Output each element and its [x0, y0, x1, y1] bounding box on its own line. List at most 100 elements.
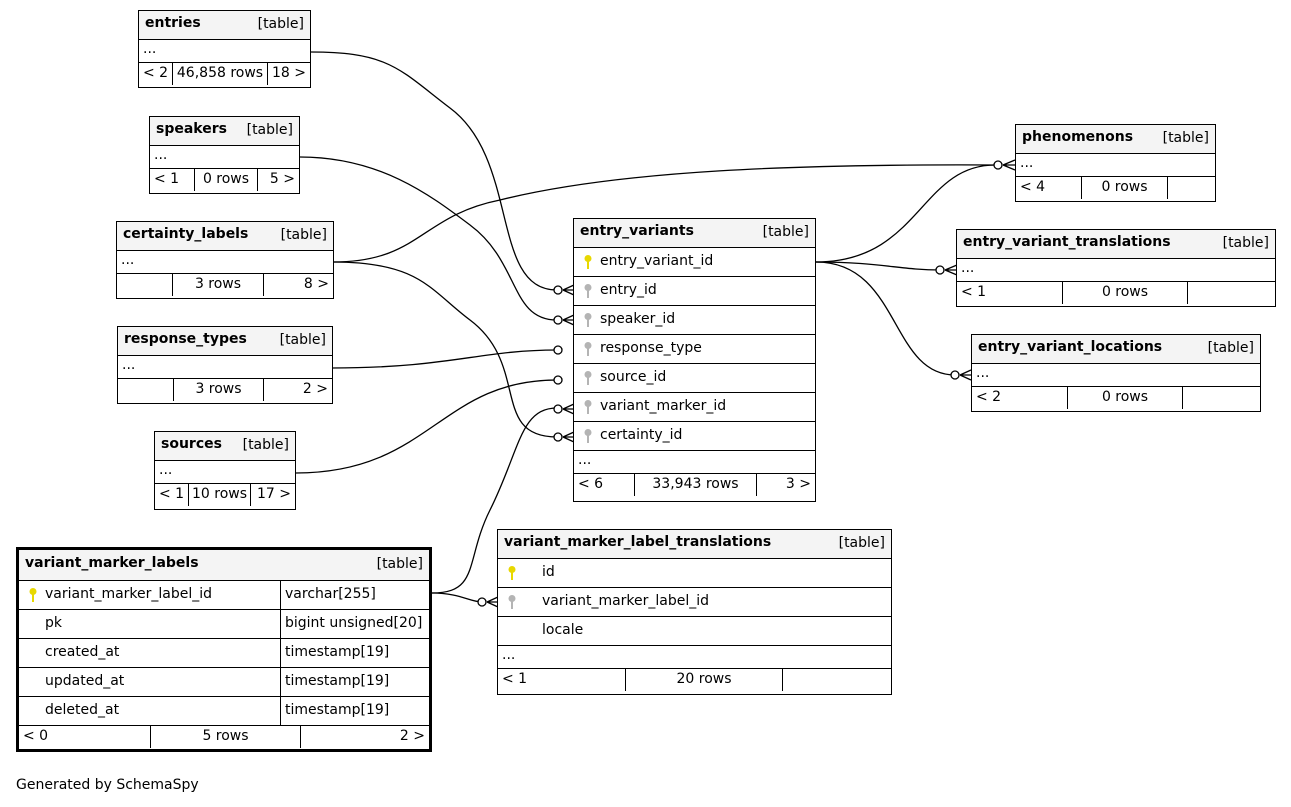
table-footer: < 1 0 rows: [957, 282, 1275, 304]
table-phenomenons[interactable]: phenomenons [table] ... < 4 0 rows: [1015, 124, 1216, 202]
parents-count: < 6: [578, 476, 604, 492]
more-columns: ...: [498, 646, 891, 669]
table-certainty-labels[interactable]: certainty_labels [table] ... 3 rows 8 >: [116, 221, 334, 299]
table-header: entries [table]: [139, 11, 310, 40]
table-entry-variant-translations[interactable]: entry_variant_translations [table] ... <…: [956, 229, 1276, 307]
table-variant-marker-labels[interactable]: variant_marker_labels [table] variant_ma…: [16, 547, 432, 752]
edge-end-response-type: [553, 345, 563, 355]
generated-by-credit: Generated by SchemaSpy: [16, 777, 199, 793]
edge-end-entry-id: [553, 285, 563, 295]
table-kind: [table]: [257, 16, 304, 32]
edge-ev-locations: [815, 261, 956, 376]
column-row[interactable]: variant_marker_label_id: [498, 588, 891, 617]
column-name: created_at: [45, 644, 120, 660]
edge-vml-translations: [431, 592, 483, 603]
column-name: speaker_id: [600, 311, 676, 327]
row-count: 5 rows: [150, 726, 301, 748]
column-row[interactable]: source_id: [574, 364, 815, 393]
children-count: 5 >: [269, 171, 295, 187]
edge-certainty-certainty-id: [332, 261, 558, 438]
table-footer: < 2 46,858 rows 18 >: [139, 63, 310, 85]
table-kind: [table]: [1207, 340, 1254, 356]
table-footer: < 4 0 rows: [1016, 177, 1215, 199]
foreign-key-icon: [583, 399, 593, 415]
table-speakers[interactable]: speakers [table] ... < 1 0 rows 5 >: [149, 116, 300, 194]
more-columns: ...: [150, 146, 299, 169]
column-row[interactable]: updated_at timestamp[19]: [19, 668, 429, 697]
column-row[interactable]: entry_variant_id: [574, 248, 815, 277]
table-entry-variant-locations[interactable]: entry_variant_locations [table] ... < 2 …: [971, 334, 1261, 412]
parents-count: < 2: [143, 65, 169, 81]
parents-count: < 2: [976, 389, 1002, 405]
table-footer: < 1 20 rows: [498, 669, 891, 691]
row-count: 0 rows: [1081, 177, 1168, 199]
row-count: 0 rows: [1067, 387, 1183, 409]
column-type: varchar[255]: [280, 581, 429, 609]
column-name: pk: [45, 615, 62, 631]
column-row[interactable]: created_at timestamp[19]: [19, 639, 429, 668]
foreign-key-icon: [583, 283, 593, 299]
row-count: 20 rows: [625, 669, 783, 691]
edge-end-translations: [935, 265, 945, 275]
foreign-key-icon: [583, 312, 593, 328]
column-row[interactable]: entry_id: [574, 277, 815, 306]
parents-count: < 0: [23, 728, 49, 744]
edge-end-variant-marker-id: [553, 404, 563, 414]
table-sources[interactable]: sources [table] ... < 1 10 rows 17 >: [154, 431, 296, 510]
row-count: 3 rows: [173, 379, 264, 401]
table-name: variant_marker_labels: [25, 555, 199, 571]
foreign-key-icon: [583, 370, 593, 386]
column-row[interactable]: variant_marker_id: [574, 393, 815, 422]
table-footer: < 1 10 rows 17 >: [155, 484, 295, 506]
more-columns: ...: [139, 40, 310, 63]
table-entries[interactable]: entries [table] ... < 2 46,858 rows 18 >: [138, 10, 311, 88]
more-columns: ...: [1016, 154, 1215, 177]
column-row[interactable]: deleted_at timestamp[19]: [19, 697, 429, 726]
edge-vml-variant-marker-id: [431, 407, 558, 594]
table-entry-variants[interactable]: entry_variants [table] entry_variant_id …: [573, 218, 816, 502]
parents-count: [117, 274, 172, 296]
more-columns: ...: [117, 251, 333, 274]
edge-ev-translations: [815, 261, 941, 271]
column-type: timestamp[19]: [280, 697, 429, 725]
parents-count: < 1: [154, 171, 180, 187]
table-header: sources [table]: [155, 432, 295, 461]
column-row[interactable]: speaker_id: [574, 306, 815, 335]
table-header: entry_variant_locations [table]: [972, 335, 1260, 364]
column-row[interactable]: id: [498, 559, 891, 588]
table-name: certainty_labels: [123, 226, 249, 242]
edge-end-certainty-id: [553, 432, 563, 442]
children-count: [1188, 282, 1275, 304]
table-header: entry_variant_translations [table]: [957, 230, 1275, 259]
table-name: entry_variant_locations: [978, 339, 1163, 355]
table-footer: < 1 0 rows 5 >: [150, 169, 299, 191]
edge-entries-entry-id: [310, 51, 558, 291]
edge-certainty-phenomenons: [332, 164, 996, 263]
column-row[interactable]: response_type: [574, 335, 815, 364]
column-row[interactable]: variant_marker_label_id varchar[255]: [19, 581, 429, 610]
column-name: certainty_id: [600, 427, 683, 443]
children-count: 2 >: [399, 728, 425, 744]
edge-end-locations: [950, 370, 960, 380]
column-row[interactable]: pk bigint unsigned[20]: [19, 610, 429, 639]
table-footer: 3 rows 2 >: [118, 379, 332, 401]
edge-end-source-id: [553, 375, 563, 385]
more-columns: ...: [155, 461, 295, 484]
table-footer: < 2 0 rows: [972, 387, 1260, 409]
table-response-types[interactable]: response_types [table] ... 3 rows 2 >: [117, 326, 333, 404]
column-name: variant_marker_label_id: [542, 593, 710, 609]
table-variant-marker-label-translations[interactable]: variant_marker_label_translations [table…: [497, 529, 892, 695]
children-count: [1183, 387, 1260, 409]
children-count: 2 >: [302, 381, 328, 397]
table-kind: [table]: [1222, 235, 1269, 251]
column-row[interactable]: locale: [498, 617, 891, 646]
column-name: source_id: [600, 369, 667, 385]
column-name: updated_at: [45, 673, 125, 689]
column-name: locale: [542, 622, 584, 638]
children-count: 8 >: [303, 276, 329, 292]
column-row[interactable]: certainty_id: [574, 422, 815, 451]
table-header: response_types [table]: [118, 327, 332, 356]
edge-speakers-speaker-id: [299, 156, 558, 321]
table-name: sources: [161, 436, 222, 452]
edge-sources-source-id: [295, 379, 558, 474]
